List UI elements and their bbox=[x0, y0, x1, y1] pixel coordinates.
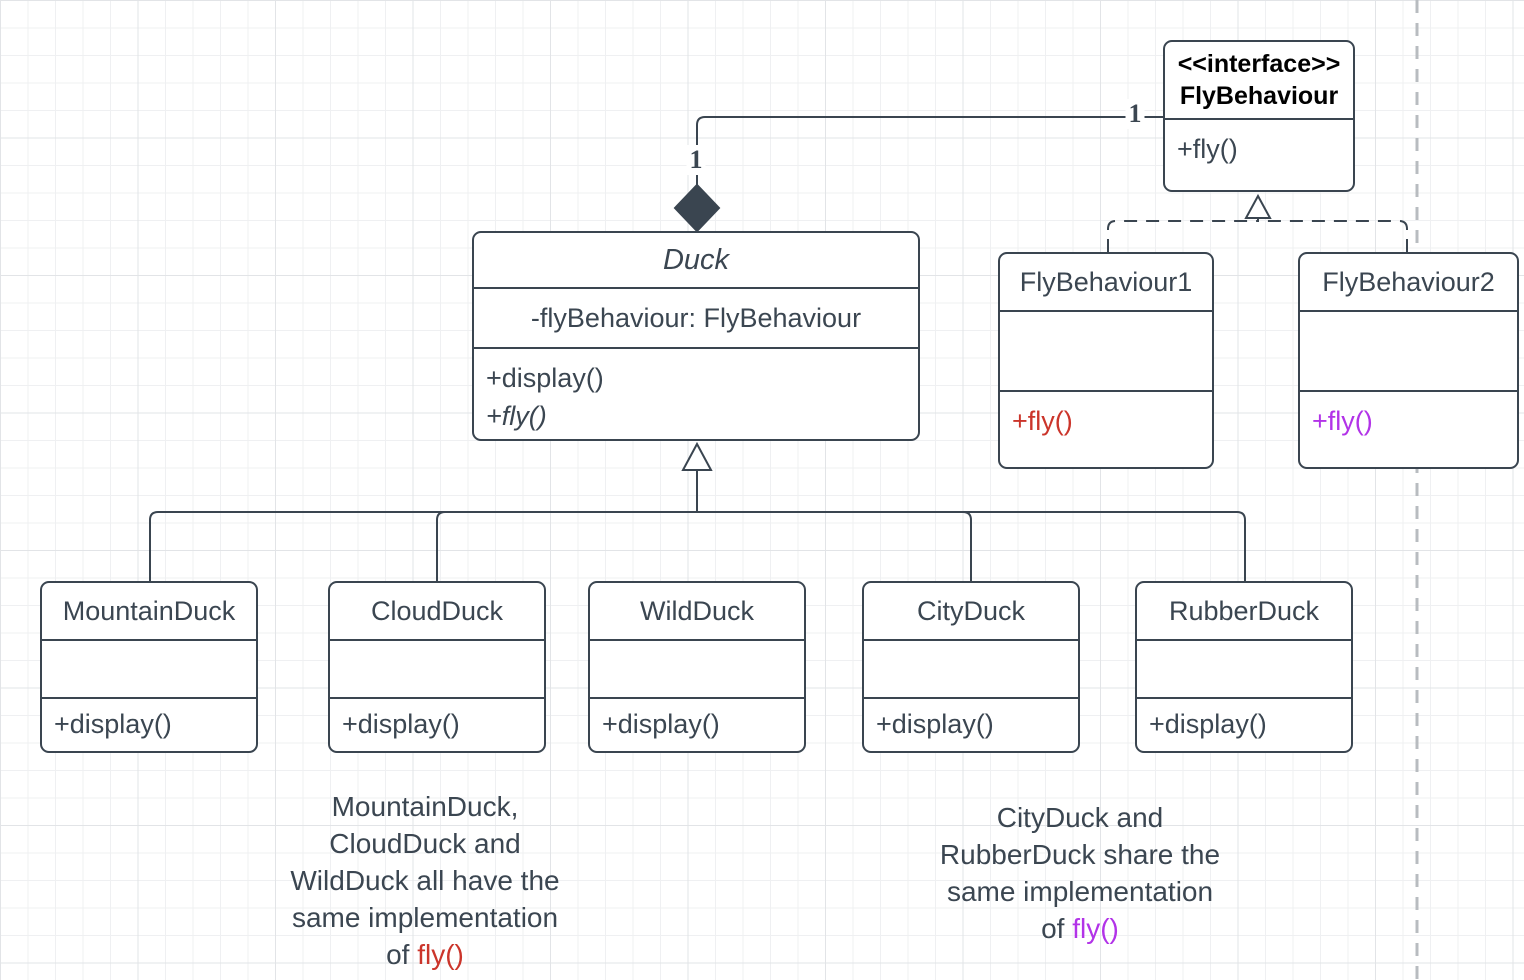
method-item: +fly() bbox=[1177, 134, 1238, 164]
interface-name: FlyBehaviour bbox=[1179, 82, 1339, 110]
class-name: FlyBehaviour1 bbox=[1019, 266, 1193, 297]
note-line: same implementation bbox=[946, 876, 1214, 907]
method-item: +display() bbox=[602, 709, 720, 739]
class-flybehaviour2[interactable]: FlyBehaviour2 +fly() bbox=[1298, 252, 1519, 469]
note-right-fly-implementation[interactable]: CityDuck and RubberDuck share the same i… bbox=[900, 799, 1260, 947]
class-mountainduck[interactable]: MountainDuck +display() bbox=[40, 581, 258, 753]
method-item: +display() bbox=[876, 709, 994, 739]
note-highlight: fly() bbox=[417, 939, 464, 970]
class-duck[interactable]: Duck -flyBehaviour: FlyBehaviour +displa… bbox=[472, 231, 920, 441]
class-title: <<interface>> FlyBehaviour bbox=[1165, 42, 1353, 120]
note-line-prefix: of bbox=[1041, 913, 1073, 944]
class-title: FlyBehaviour1 bbox=[1000, 254, 1212, 312]
note-line-prefix: of bbox=[386, 939, 418, 970]
class-methods: +display() bbox=[864, 699, 1078, 751]
class-attributes-empty bbox=[1300, 312, 1517, 392]
class-title: CloudDuck bbox=[330, 583, 544, 641]
class-attributes-empty bbox=[864, 641, 1078, 699]
multiplicity-label-duck-end: 1 bbox=[686, 145, 706, 175]
generalization-arrow bbox=[681, 441, 713, 471]
class-cloudduck[interactable]: CloudDuck +display() bbox=[328, 581, 546, 753]
realization-arrow bbox=[1244, 193, 1272, 219]
class-flybehaviour-interface[interactable]: <<interface>> FlyBehaviour +fly() bbox=[1163, 40, 1355, 192]
class-title: CityDuck bbox=[864, 583, 1078, 641]
class-attributes-empty bbox=[590, 641, 804, 699]
class-attributes: -flyBehaviour: FlyBehaviour bbox=[474, 289, 918, 349]
method-item: +display() bbox=[486, 363, 604, 393]
note-line: CityDuck and bbox=[996, 802, 1164, 833]
class-name: CityDuck bbox=[916, 595, 1025, 626]
method-item: +fly() bbox=[1012, 406, 1073, 436]
edge-realization-flybehaviours[interactable] bbox=[1107, 193, 1408, 252]
class-attributes-empty bbox=[42, 641, 256, 699]
class-name: FlyBehaviour2 bbox=[1322, 266, 1495, 297]
class-wildduck[interactable]: WildDuck +display() bbox=[588, 581, 806, 753]
class-title: WildDuck bbox=[590, 583, 804, 641]
class-methods: +fly() bbox=[1000, 392, 1212, 467]
class-methods: +display() bbox=[590, 699, 804, 751]
edge-composition-duck-flybehaviour[interactable] bbox=[673, 116, 1163, 233]
class-name: WildDuck bbox=[639, 595, 754, 626]
class-attributes-empty bbox=[330, 641, 544, 699]
class-flybehaviour1[interactable]: FlyBehaviour1 +fly() bbox=[998, 252, 1214, 469]
class-name: Duck bbox=[662, 243, 730, 276]
method-item: +display() bbox=[54, 709, 172, 739]
note-line: MountainDuck, bbox=[331, 791, 519, 822]
method-item: +display() bbox=[342, 709, 460, 739]
method-item: +fly() bbox=[1312, 406, 1373, 436]
class-methods: +fly() bbox=[1165, 120, 1353, 190]
note-highlight: fly() bbox=[1072, 913, 1119, 944]
multiplicity-label-interface-end: 1 bbox=[1125, 99, 1145, 129]
note-line: RubberDuck share the bbox=[939, 839, 1221, 870]
class-title: Duck bbox=[474, 233, 918, 289]
class-cityduck[interactable]: CityDuck +display() bbox=[862, 581, 1080, 753]
note-line: of fly() bbox=[900, 910, 1260, 947]
class-methods: +display() bbox=[1137, 699, 1351, 751]
method-item: +display() bbox=[1149, 709, 1267, 739]
edge-generalization-subclasses-duck[interactable] bbox=[149, 441, 1246, 581]
class-title: FlyBehaviour2 bbox=[1300, 254, 1517, 312]
note-line: WildDuck all have the bbox=[290, 865, 560, 896]
class-methods: +fly() bbox=[1300, 392, 1517, 467]
note-left-fly-implementation[interactable]: MountainDuck, CloudDuck and WildDuck all… bbox=[245, 788, 605, 973]
class-methods: +display() bbox=[330, 699, 544, 751]
class-name: RubberDuck bbox=[1168, 595, 1320, 626]
class-title: RubberDuck bbox=[1137, 583, 1351, 641]
attribute-item: -flyBehaviour: FlyBehaviour bbox=[530, 302, 862, 333]
class-name: MountainDuck bbox=[62, 595, 236, 626]
class-methods: +display() bbox=[42, 699, 256, 751]
class-name: CloudDuck bbox=[370, 595, 504, 626]
class-title: MountainDuck bbox=[42, 583, 256, 641]
class-attributes-empty bbox=[1137, 641, 1351, 699]
class-rubberduck[interactable]: RubberDuck +display() bbox=[1135, 581, 1353, 753]
class-methods: +display() +fly() bbox=[474, 349, 918, 439]
interface-stereotype: <<interface>> bbox=[1177, 50, 1341, 78]
note-line: CloudDuck and bbox=[329, 828, 521, 859]
method-item-abstract: +fly() bbox=[486, 401, 547, 431]
class-attributes-empty bbox=[1000, 312, 1212, 392]
composition-diamond bbox=[673, 183, 721, 233]
note-line: same implementation bbox=[291, 902, 559, 933]
note-line: of fly() bbox=[245, 936, 605, 973]
